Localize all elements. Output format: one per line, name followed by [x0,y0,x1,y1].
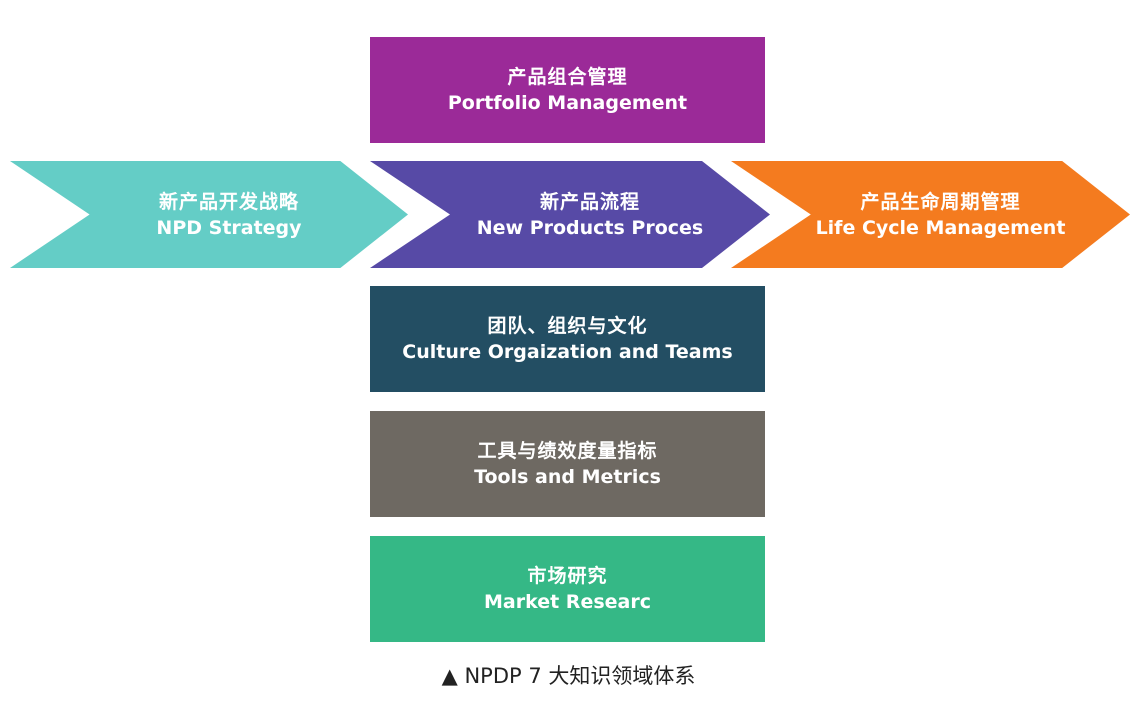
new-products-process-en: New Products Proces [476,216,704,239]
tools-metrics-box: 工具与绩效度量指标 Tools and Metrics [370,411,765,517]
life-cycle-management-zh: 产品生命周期管理 [860,190,1021,213]
life-cycle-management-en: Life Cycle Management [815,216,1066,239]
new-products-process-chevron: 新产品流程 New Products Proces [370,161,770,268]
figure-caption: ▲ NPDP 7 大知识领域体系 [441,664,696,688]
npd-strategy-zh: 新产品开发战略 [158,190,299,213]
npd-strategy-en: NPD Strategy [156,216,302,239]
tools-metrics-zh: 工具与绩效度量指标 [477,440,658,462]
market-research-box: 市场研究 Market Researc [370,536,765,642]
culture-organization-teams-zh: 团队、组织与文化 [487,315,648,337]
npd-strategy-chevron: 新产品开发战略 NPD Strategy [10,161,408,268]
portfolio-management-en: Portfolio Management [447,92,688,114]
market-research-zh: 市场研究 [527,565,608,587]
culture-organization-teams-en: Culture Orgaization and Teams [402,341,733,363]
new-products-process-zh: 新产品流程 [539,190,640,213]
life-cycle-management-chevron: 产品生命周期管理 Life Cycle Management [731,161,1130,268]
portfolio-management-zh: 产品组合管理 [507,66,628,88]
portfolio-management-box: 产品组合管理 Portfolio Management [370,37,765,143]
market-research-en: Market Researc [484,591,651,613]
culture-organization-teams-box: 团队、组织与文化 Culture Orgaization and Teams [370,286,765,392]
tools-metrics-en: Tools and Metrics [474,466,661,488]
